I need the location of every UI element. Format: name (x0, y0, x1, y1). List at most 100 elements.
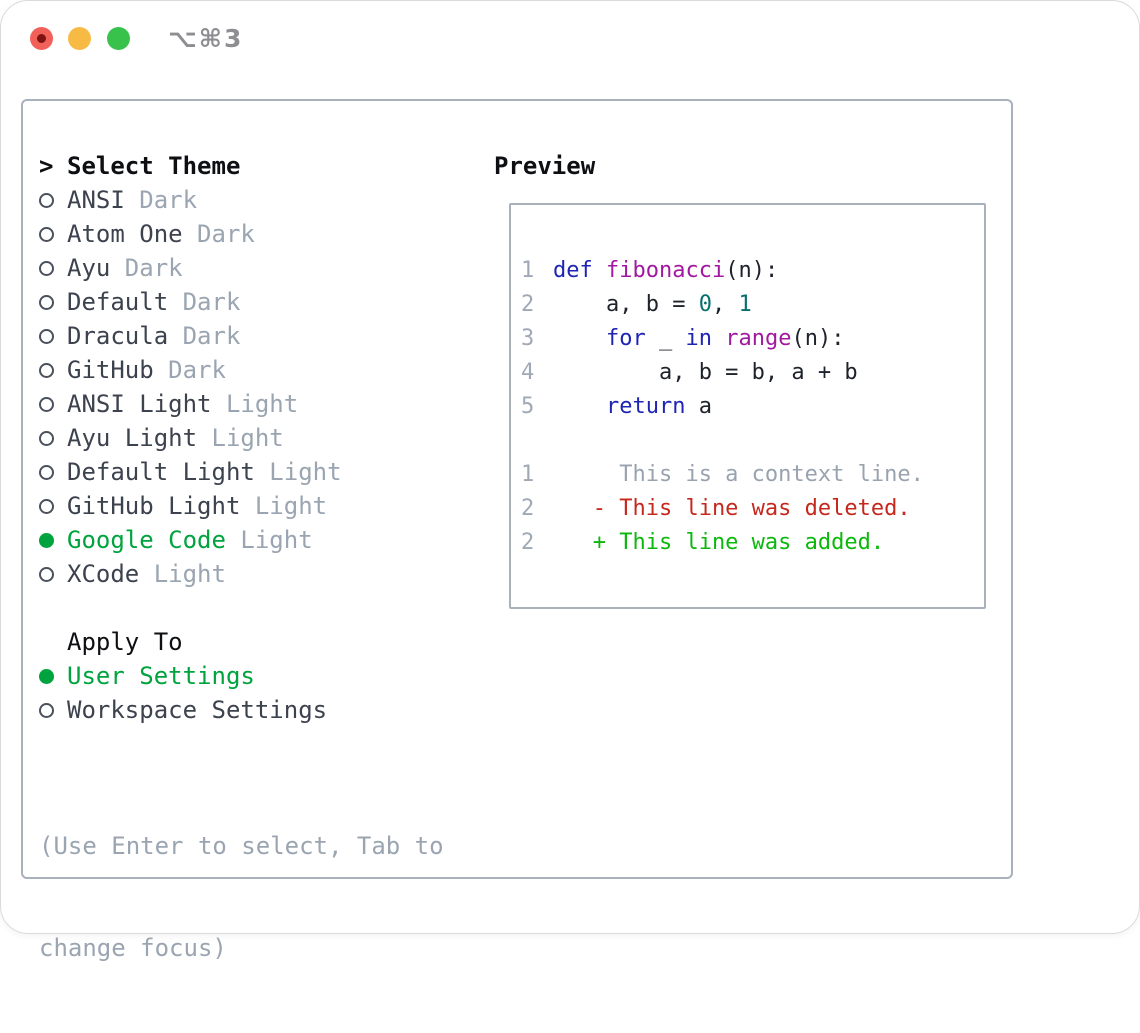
keyboard-hint: (Use Enter to select, Tab to change focu… (39, 761, 444, 1033)
theme-option[interactable]: Dracula Dark (39, 319, 342, 353)
select-theme-label: Select Theme (67, 152, 241, 180)
option-variant-label: Dark (110, 254, 183, 282)
code-token: for (605, 325, 646, 351)
option-label: Ayu (67, 254, 111, 282)
minimize-button[interactable] (68, 27, 91, 50)
option-variant-label: Light (254, 458, 342, 486)
option-label: Dracula (67, 322, 169, 350)
code-token: 1 (738, 291, 752, 317)
code-token: (n): (791, 325, 845, 351)
code-line: 1 def fibonacci(n): (521, 253, 984, 287)
code-token: _ (645, 325, 686, 351)
option-variant-label: Dark (168, 322, 241, 350)
preview-title: Preview (494, 152, 596, 180)
selected-radio-icon (39, 668, 54, 684)
code-text: a, b = 0, 1 (553, 292, 752, 317)
theme-option[interactable]: Default Light Light (39, 455, 342, 489)
option-label: ANSI (67, 186, 125, 214)
code-text: return a (553, 394, 712, 419)
radio-icon (39, 702, 54, 718)
code-token: return (605, 393, 686, 419)
radio-icon (39, 328, 54, 344)
option-label: Workspace Settings (67, 696, 328, 724)
code-text: This is a context line. (553, 462, 924, 487)
theme-option[interactable]: Atom One Dark (39, 217, 342, 251)
apply-to-option[interactable]: Workspace Settings (39, 693, 327, 727)
line-number: 2 (521, 495, 535, 521)
option-label: ANSI Light (67, 390, 212, 418)
code-line: 2 - This line was deleted. (521, 491, 984, 525)
radio-icon (39, 226, 54, 242)
code-line: 5 return a (521, 389, 984, 423)
code-text: def fibonacci(n): (553, 258, 778, 283)
code-token (593, 258, 606, 283)
option-variant-label: Dark (124, 186, 198, 214)
title-bar: ⌥⌘3 (1, 1, 1139, 75)
radio-icon (39, 396, 54, 412)
radio-icon (39, 294, 54, 310)
option-label: Atom One (67, 220, 183, 248)
code-token: , (711, 291, 739, 317)
line-number: 2 (521, 291, 535, 317)
option-label: XCode (67, 560, 140, 588)
option-variant-label: Dark (182, 220, 255, 248)
option-variant-label: Light (211, 390, 299, 418)
option-variant-label: Light (197, 424, 284, 452)
theme-option[interactable]: GitHub Light Light (39, 489, 342, 523)
radio-icon (39, 430, 54, 446)
radio-icon (39, 260, 54, 276)
option-variant-label: Dark (153, 356, 226, 384)
radio-icon (39, 464, 54, 480)
code-token (553, 394, 606, 419)
code-text: for _ in range(n): (553, 326, 844, 351)
hint-line-2: change focus) (39, 934, 227, 962)
radio-icon (39, 192, 54, 208)
code-token: range (725, 325, 792, 351)
apply-to-option[interactable]: User Settings (39, 659, 327, 693)
focus-caret-icon: > (39, 152, 54, 180)
line-number: 4 (521, 359, 535, 385)
option-label: User Settings (67, 662, 255, 690)
radio-icon (39, 362, 54, 378)
code-token (553, 326, 606, 351)
theme-option[interactable]: Ayu Dark (39, 251, 342, 285)
zoom-button[interactable] (107, 27, 130, 50)
code-token: a, b = (553, 291, 699, 317)
theme-option[interactable]: ANSI Dark (39, 183, 342, 217)
line-number: 1 (521, 461, 535, 487)
theme-option[interactable]: Google Code Light (39, 523, 342, 557)
code-line: 4 a, b = b, a + b (521, 355, 984, 389)
code-text: a, b = b, a + b (553, 360, 858, 385)
option-label: Google Code (67, 526, 226, 554)
option-label: Ayu Light (67, 424, 198, 452)
code-token: a, b = b, a + b (553, 359, 858, 385)
preview-code-box: 1 def fibonacci(n): 2 a, b = 0, 1 3 for _ i… (509, 203, 986, 609)
apply-to-header: Apply To (39, 625, 327, 659)
option-label: GitHub (67, 356, 154, 384)
radio-icon (39, 566, 54, 582)
option-label: GitHub Light (67, 492, 241, 520)
code-line: 3 for _ in range(n): (521, 321, 984, 355)
theme-option[interactable]: GitHub Dark (39, 353, 342, 387)
code-text: - This line was deleted. (553, 496, 911, 521)
line-number: 3 (521, 325, 535, 351)
code-token: def (553, 257, 593, 283)
code-token (712, 326, 725, 351)
select-theme-header: > Select Theme (39, 149, 342, 183)
option-label: Default Light (67, 458, 255, 486)
theme-option[interactable]: ANSI Light Light (39, 387, 342, 421)
theme-option[interactable]: Ayu Light Light (39, 421, 342, 455)
line-number: 1 (521, 257, 535, 283)
theme-option[interactable]: Default Dark (39, 285, 342, 319)
code-text: + This line was added. (553, 530, 884, 555)
window-title: ⌥⌘3 (168, 24, 244, 53)
code-line: 2 + This line was added. (521, 525, 984, 559)
code-token: in (685, 325, 712, 351)
option-variant-label: Light (139, 560, 226, 588)
close-button[interactable] (30, 27, 53, 50)
theme-option[interactable]: XCode Light (39, 557, 342, 591)
